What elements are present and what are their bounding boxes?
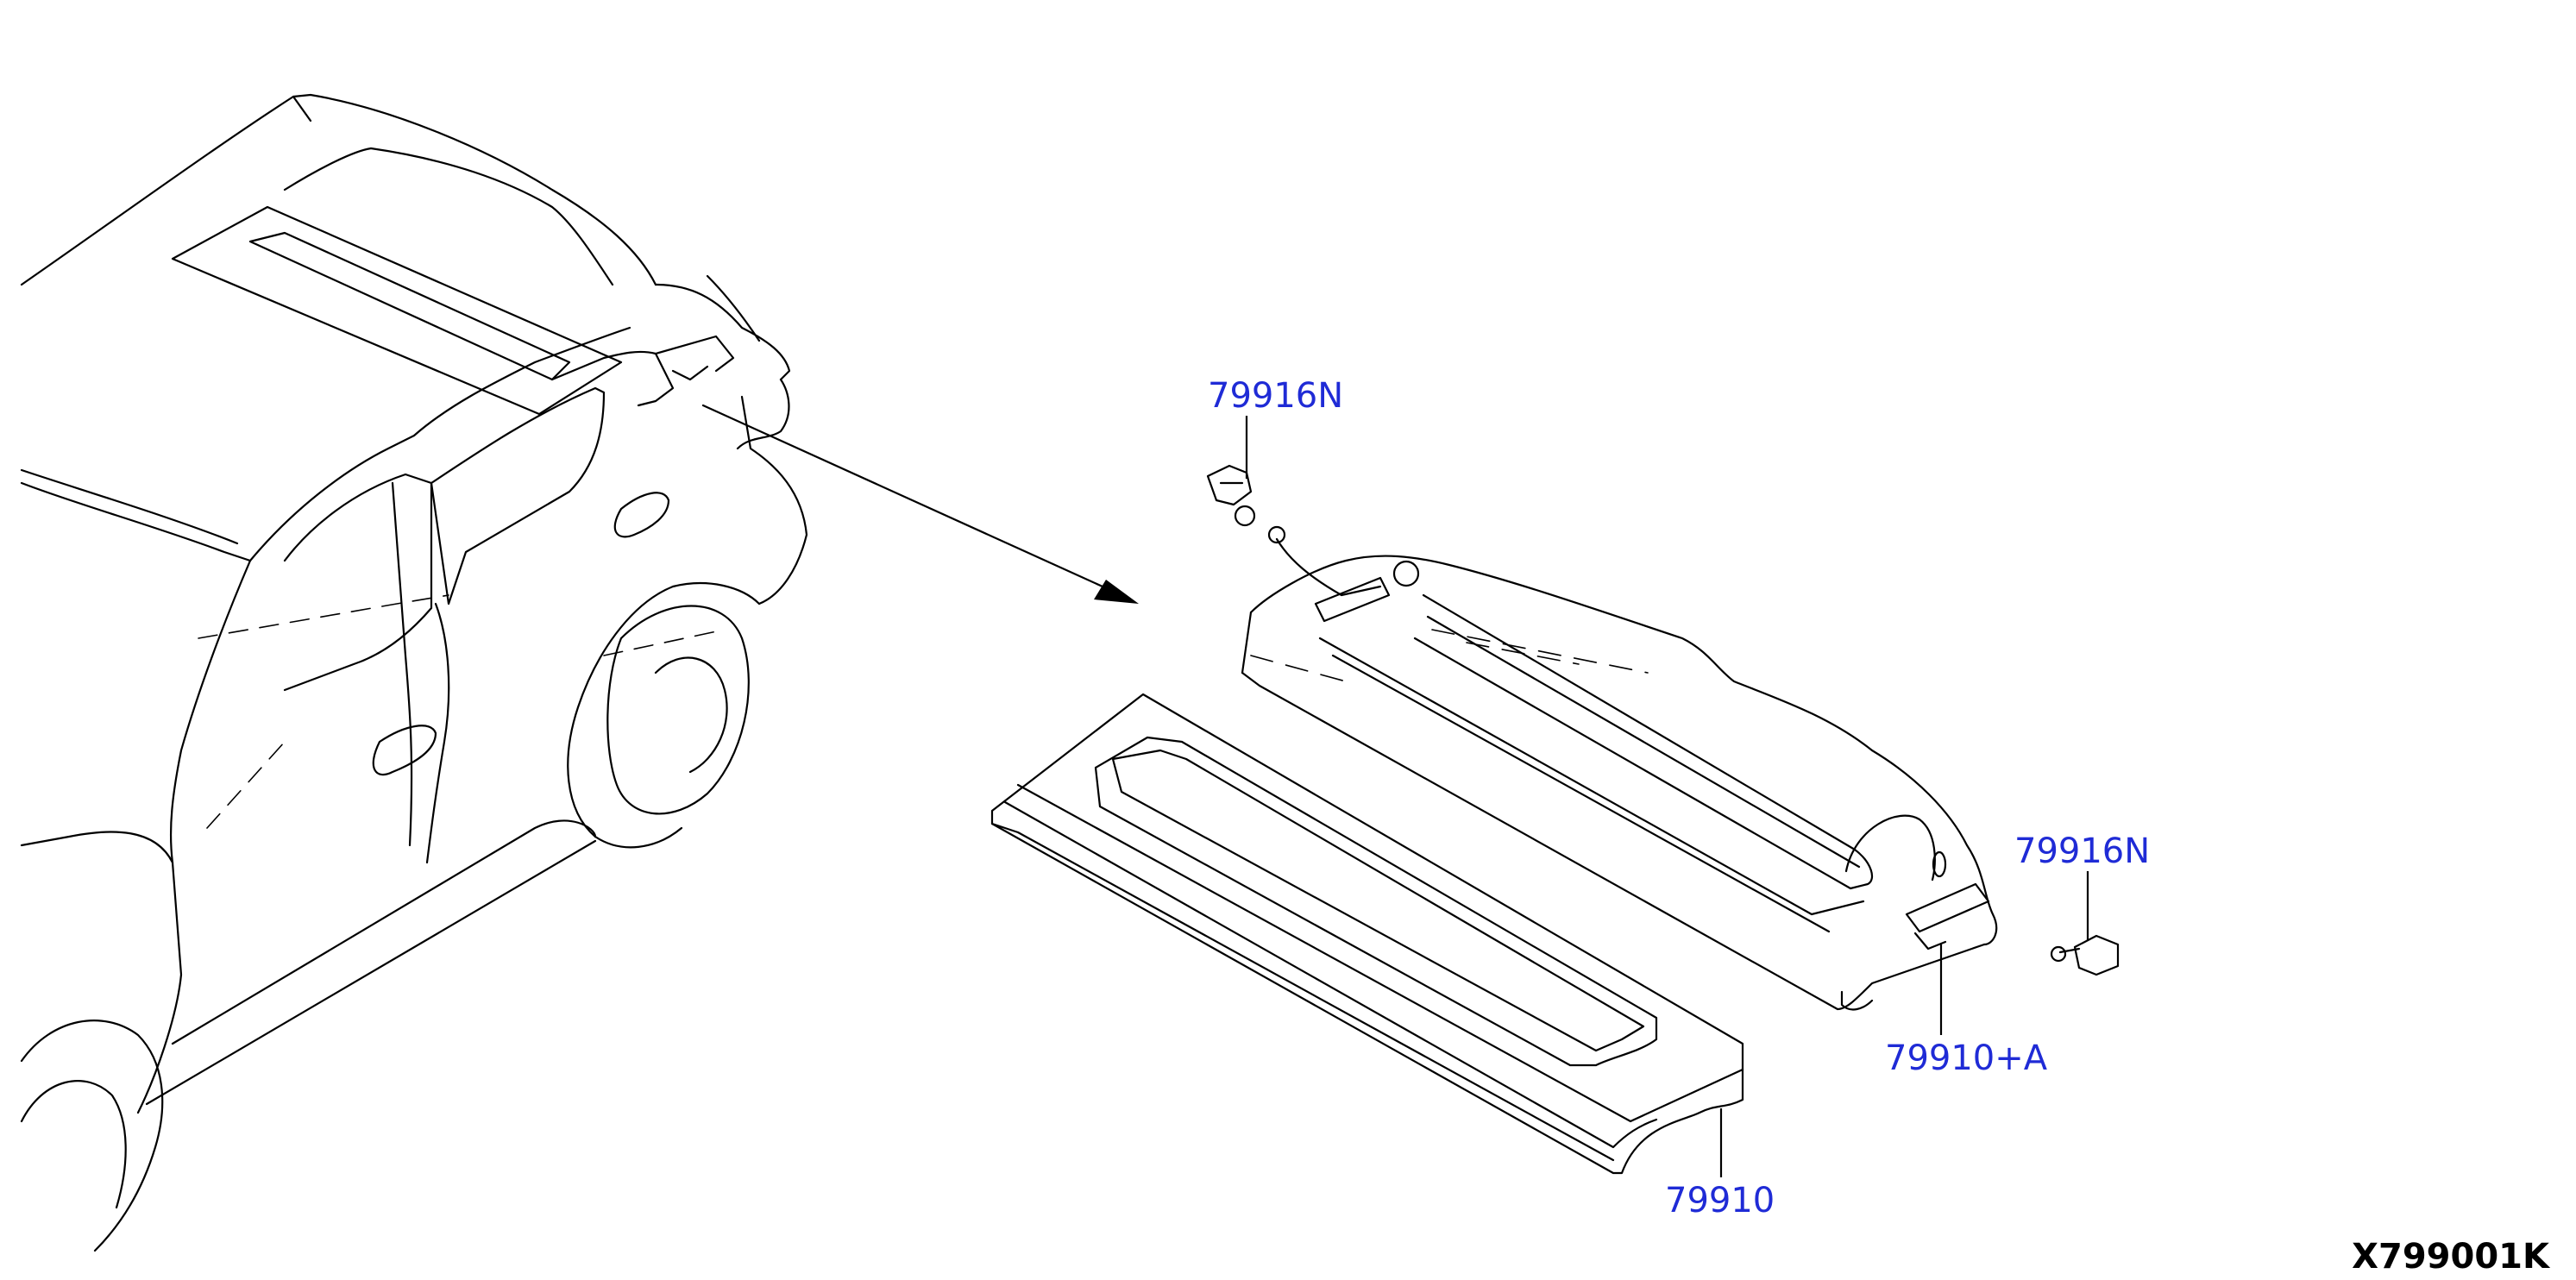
tonneau-board-assembly <box>1241 525 1998 1011</box>
callout-finisher-board: 79910 <box>1665 1181 1775 1220</box>
clip-top <box>1206 464 1256 527</box>
callout-board-assembly: 79910+A <box>1885 1038 2048 1078</box>
direction-arrow <box>701 404 1139 604</box>
callout-clip-top: 79916N <box>1208 376 1343 416</box>
finisher-board <box>990 693 1744 1175</box>
callout-clip-right: 79916N <box>2014 831 2150 871</box>
vehicle-outline <box>20 93 808 1252</box>
leader-lines <box>1245 416 2089 1177</box>
clip-right <box>2050 934 2120 976</box>
diagram-code: X799001K <box>2352 1237 2551 1277</box>
